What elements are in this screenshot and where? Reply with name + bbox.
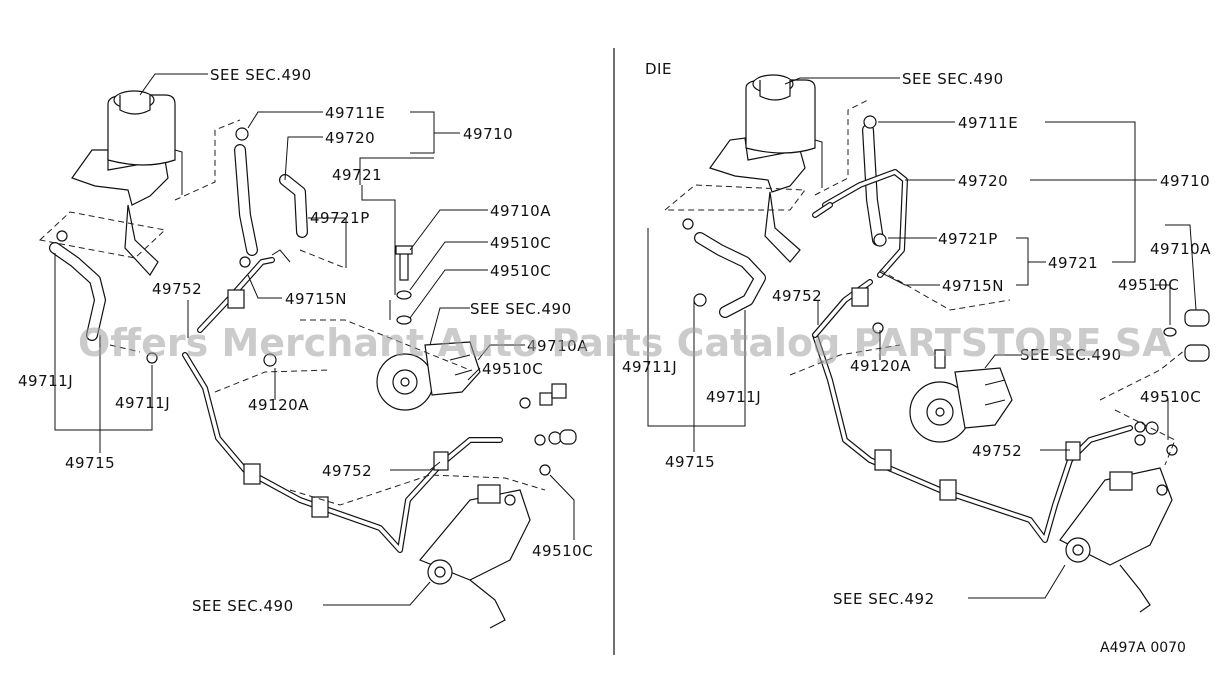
right-label-49715N: 49715N (942, 277, 1004, 295)
left-label-49721P: 49721P (310, 209, 370, 227)
left-label-49721: 49721 (332, 166, 382, 184)
right-label-49752-a: 49752 (772, 287, 822, 305)
watermark-text: Offers Merchant Auto Parts Catalog PARTS… (78, 321, 1172, 365)
left-label-49510C-b: 49510C (490, 262, 551, 280)
right-pump (909, 349, 1013, 443)
left-label-49715: 49715 (65, 454, 115, 472)
left-label-49752-a: 49752 (152, 280, 202, 298)
right-labels: DIE SEE SEC.490 49711E 49720 49710 49721… (622, 60, 1211, 608)
right-label-49720: 49720 (958, 172, 1008, 190)
right-label-49510C-b: 49510C (1140, 388, 1201, 406)
left-label-49720: 49720 (325, 129, 375, 147)
left-reservoir (71, 90, 183, 276)
left-hoses (49, 144, 308, 341)
right-label-49120A: 49120A (850, 357, 911, 375)
right-see-sec-492-gear: SEE SEC.492 (833, 590, 935, 608)
right-hoses (694, 124, 908, 318)
right-label-49715: 49715 (665, 453, 715, 471)
left-pressure-line (182, 257, 503, 553)
left-see-sec-490-gear: SEE SEC.490 (192, 597, 294, 615)
figure-code: A497A 0070 (1100, 640, 1186, 656)
left-label-49120A: 49120A (248, 396, 309, 414)
left-label-49710: 49710 (463, 125, 513, 143)
left-label-49710A: 49710A (490, 202, 551, 220)
left-clamps (56, 127, 277, 367)
right-reservoir (709, 74, 823, 263)
right-see-sec-490-reservoir: SEE SEC.490 (902, 70, 1004, 88)
left-pump (376, 341, 481, 411)
right-label-49711E: 49711E (958, 114, 1018, 132)
left-see-sec-490-pump: SEE SEC.490 (470, 300, 572, 318)
right-label-49721: 49721 (1048, 254, 1098, 272)
right-label-49510C-a: 49510C (1118, 276, 1179, 294)
left-dashed-callouts (38, 119, 546, 506)
right-variant-label: DIE (645, 60, 672, 78)
right-label-49752-b: 49752 (972, 442, 1022, 460)
right-see-sec-490-pump: SEE SEC.490 (1020, 346, 1122, 364)
left-label-49711J-a: 49711J (18, 372, 73, 390)
right-leaders (647, 77, 1197, 599)
left-label-49710A-b: 49710A (527, 337, 588, 355)
left-see-sec-490-reservoir: SEE SEC.490 (210, 66, 312, 84)
left-label-49711J-b: 49711J (115, 394, 170, 412)
left-labels: SEE SEC.490 49711E 49720 49710 49721 497… (18, 66, 593, 615)
right-label-49711J-b: 49711J (706, 388, 761, 406)
right-pressure-line (812, 279, 1133, 543)
left-label-49711E: 49711E (325, 104, 385, 122)
left-fittings (395, 245, 577, 476)
left-label-49752-b: 49752 (322, 462, 372, 480)
left-steering-gear (419, 484, 531, 629)
left-label-49715N: 49715N (285, 290, 347, 308)
left-label-49510C-a: 49510C (490, 234, 551, 252)
right-label-49710A: 49710A (1150, 240, 1211, 258)
left-leaders (54, 73, 575, 606)
left-label-49510C-d: 49510C (532, 542, 593, 560)
right-label-49711J-a: 49711J (622, 358, 677, 376)
right-label-49721P: 49721P (938, 230, 998, 248)
right-steering-gear (1059, 467, 1173, 613)
right-label-49710: 49710 (1160, 172, 1210, 190)
left-label-49510C-c: 49510C (482, 360, 543, 378)
